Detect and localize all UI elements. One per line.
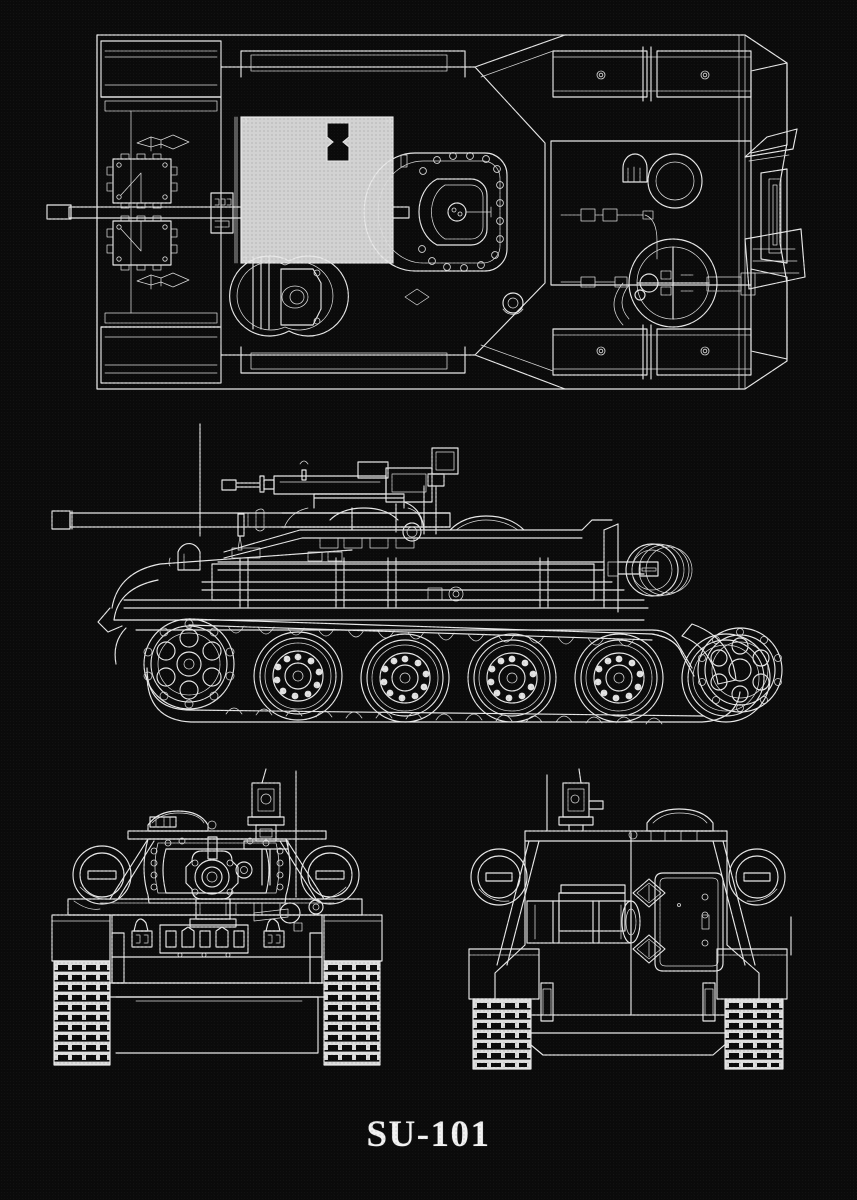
side-rear-bracket (603, 523, 645, 613)
front-gun-mantlet (185, 836, 239, 928)
view-front (40, 765, 388, 1077)
rear-roof (524, 808, 728, 842)
front-tow-hook-left (131, 918, 153, 948)
side-rear-fuel-drum (625, 543, 693, 597)
rear-track-right (724, 998, 784, 1070)
front-periscope (243, 768, 289, 886)
side-fuel-tanks (211, 557, 595, 609)
top-towing-eye-upper (136, 134, 190, 152)
road-wheel (574, 633, 664, 723)
rear-access-hatch (654, 872, 724, 972)
side-rear-mudguard (681, 623, 737, 685)
poster-title: SU-101 (366, 1114, 491, 1155)
top-roof-joints (474, 34, 566, 390)
rear-fuel-drums (526, 884, 641, 944)
side-drive-sprocket (143, 618, 235, 710)
side-gun-barrel (51, 508, 451, 532)
side-gun-mantlet (177, 513, 245, 571)
rear-hatch-latch-lower (632, 934, 666, 964)
front-sponson-braces (109, 838, 325, 900)
front-track-right (323, 960, 381, 1066)
rear-hatch-latch-upper (632, 878, 666, 908)
view-rear (455, 765, 803, 1077)
top-front-corner-markers (738, 34, 746, 390)
top-hatch-grille-upper (106, 153, 178, 209)
road-wheel (681, 633, 771, 723)
view-side (51, 412, 814, 727)
side-idler-wheel (697, 627, 783, 713)
top-rear-stowage-boxes (100, 40, 222, 384)
top-engine-deck-panel (234, 116, 394, 264)
top-hatch-grille-lower (106, 215, 178, 271)
top-superstructure (220, 50, 546, 374)
rear-lamp-right (728, 848, 786, 906)
rear-periscope (558, 768, 604, 832)
front-side-plate (253, 902, 303, 932)
side-track (146, 618, 741, 725)
side-hull-nose (97, 549, 353, 633)
top-angled-front-plate (744, 62, 806, 360)
top-front-deck-details (550, 140, 756, 328)
front-headlamp-left (72, 845, 132, 905)
rear-braces (496, 840, 756, 966)
rear-fender-box-right (702, 916, 792, 1022)
front-tow-hook-right (263, 918, 285, 948)
rear-track-left (472, 998, 532, 1070)
view-top (45, 33, 806, 391)
road-wheel (467, 633, 557, 723)
top-cupola-ring (363, 152, 508, 272)
top-driver-hatch (229, 255, 349, 337)
front-headlamp-right (300, 845, 360, 905)
top-misc-details (400, 154, 524, 315)
side-road-wheels (253, 631, 771, 723)
side-commander-cupola (402, 515, 525, 542)
road-wheel (253, 631, 343, 721)
rear-lower-hull (494, 1014, 760, 1056)
top-hull-outline (96, 34, 788, 390)
top-front-stowage-upper (552, 46, 752, 102)
road-wheel (360, 633, 450, 723)
rear-lamp-left (470, 848, 528, 906)
top-towing-eye-lower (136, 272, 190, 290)
top-gun-barrel (46, 204, 410, 220)
front-glacis (99, 914, 335, 1054)
rear-fender-box-left (468, 948, 554, 1022)
front-track-left (53, 960, 111, 1066)
top-front-stowage-lower (552, 324, 752, 380)
poster-title-block: SU-101 (0, 1116, 857, 1153)
front-centre-grille (159, 924, 249, 958)
front-fender-box-right (309, 914, 383, 984)
side-aa-machine-gun (199, 423, 459, 537)
side-hull-lower (113, 607, 695, 677)
front-roof (127, 810, 327, 840)
top-fender-rails (100, 96, 222, 328)
top-gun-trunnion (210, 192, 234, 234)
